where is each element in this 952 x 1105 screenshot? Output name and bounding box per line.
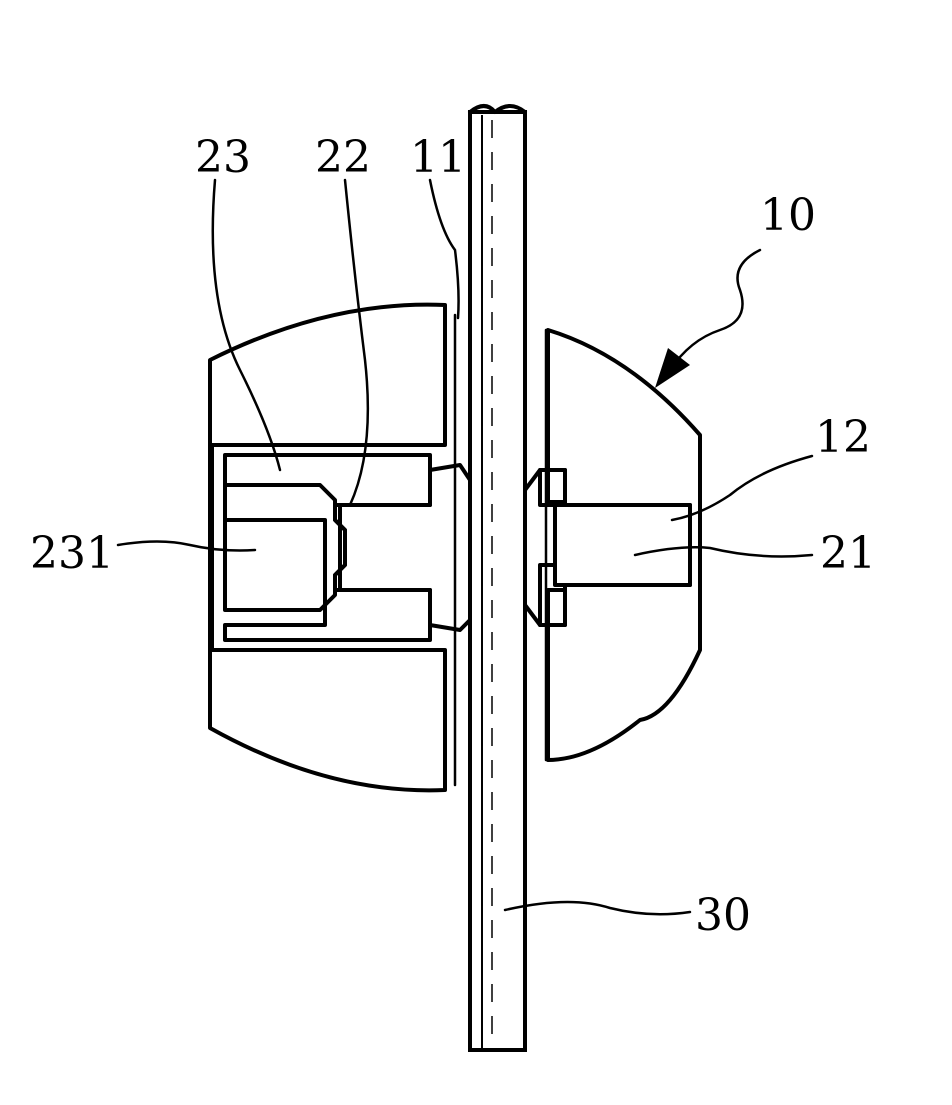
leader-11 — [430, 180, 459, 318]
label-12: 12 — [815, 412, 871, 463]
arrow-10-shaft — [670, 250, 760, 370]
label-11: 11 — [410, 132, 466, 183]
rod-30 — [470, 112, 525, 1050]
label-231: 231 — [30, 528, 114, 579]
leader-12 — [672, 456, 812, 520]
leader-23 — [213, 180, 280, 470]
sleeve-23 — [225, 455, 430, 640]
label-23: 23 — [195, 132, 251, 183]
arrow-10-head — [655, 348, 690, 388]
body-right-half — [540, 330, 700, 760]
leader-231 — [118, 542, 255, 551]
label-10: 10 — [760, 190, 816, 241]
label-21: 21 — [820, 528, 876, 579]
leader-30 — [505, 902, 690, 914]
label-30: 30 — [695, 890, 751, 941]
body-left-half — [210, 305, 445, 791]
label-22: 22 — [315, 132, 371, 183]
leader-21 — [635, 547, 812, 556]
